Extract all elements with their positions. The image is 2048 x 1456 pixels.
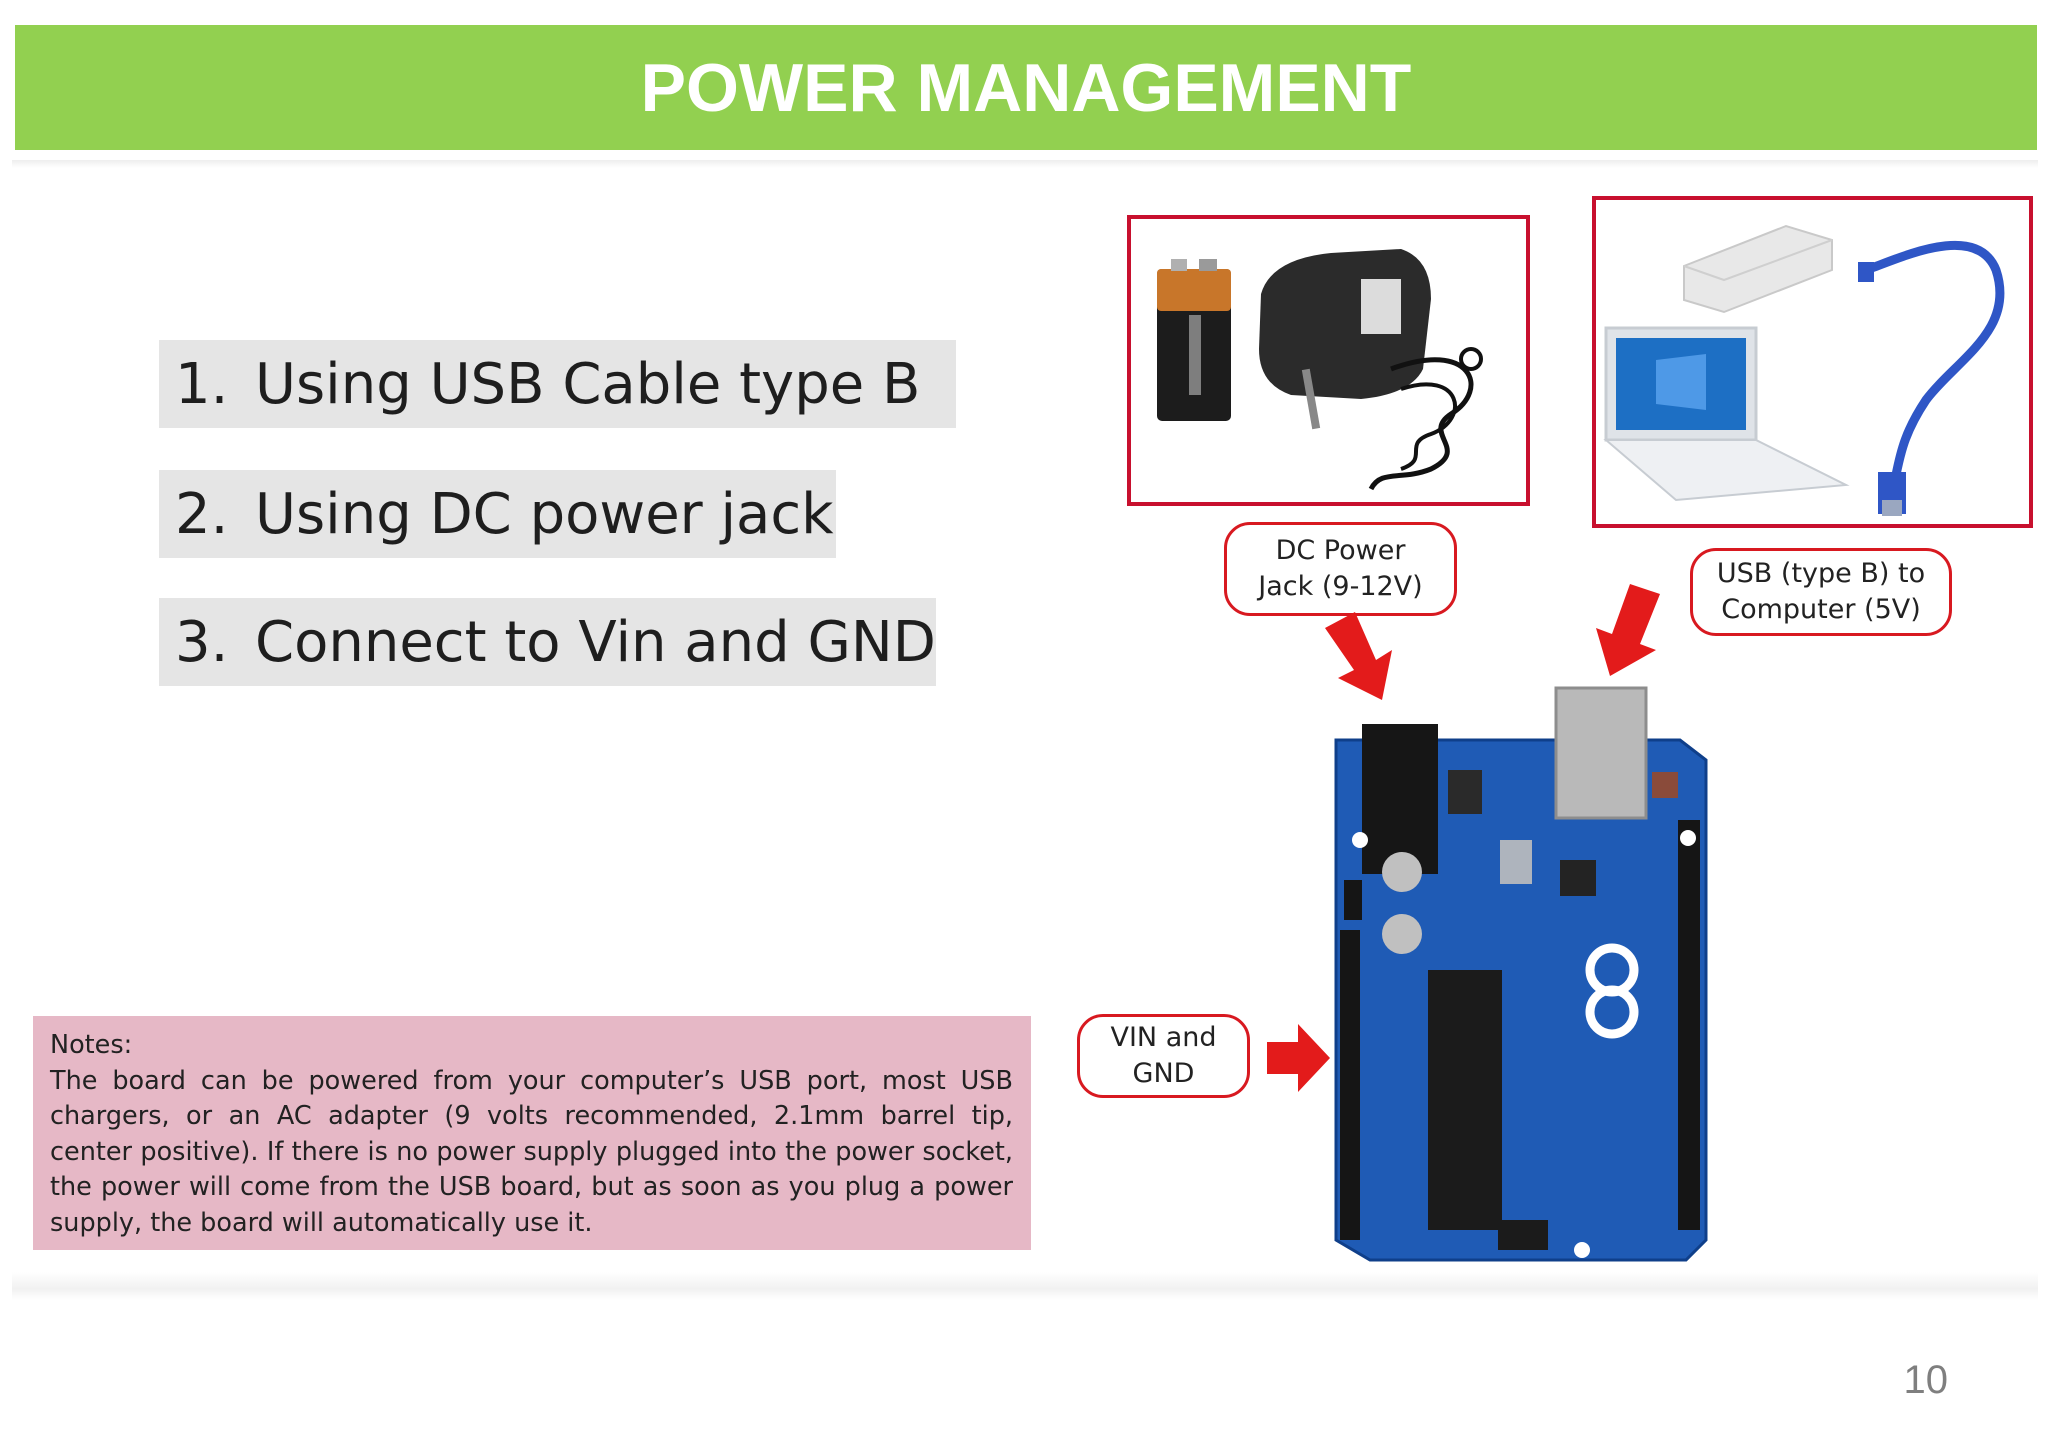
usb-power-photo-box xyxy=(1592,196,2033,528)
dc-jack-callout-line2: Jack (9-12V) xyxy=(1258,571,1423,602)
usb-cable-icon xyxy=(1858,240,2005,516)
slide-title: POWER MANAGEMENT xyxy=(640,49,1412,126)
list-item-text: Using USB Cable type B xyxy=(255,351,921,417)
arrow-down-icon xyxy=(1596,584,1660,676)
vin-gnd-callout-line2: GND xyxy=(1132,1058,1195,1089)
notes-box: Notes: The board can be powered from you… xyxy=(33,1016,1031,1250)
list-item-usb: 1. Using USB Cable type B xyxy=(159,340,956,428)
vin-gnd-callout-line1: VIN and xyxy=(1110,1022,1217,1053)
power-adapter-icon xyxy=(1259,249,1483,491)
vin-gnd-callout: VIN and GND xyxy=(1077,1014,1250,1098)
content-top-shadow xyxy=(12,160,2038,168)
dc-jack-callout: DC Power Jack (9-12V) xyxy=(1224,522,1457,616)
notes-body: The board can be powered from your compu… xyxy=(50,1065,1013,1238)
usb-callout: USB (type B) to Computer (5V) xyxy=(1690,548,1952,636)
list-item-text: Using DC power jack xyxy=(255,481,834,547)
arrow-down-icon xyxy=(1325,612,1392,700)
page-number: 10 xyxy=(1903,1358,1949,1402)
list-item-dc-jack: 2. Using DC power jack xyxy=(159,470,836,558)
usb-callout-line2: Computer (5V) xyxy=(1721,594,1921,625)
dc-jack-callout-line1: DC Power xyxy=(1275,535,1406,566)
laptop-icon xyxy=(1603,326,1850,502)
list-item-vin-gnd: 3. Connect to Vin and GND xyxy=(159,598,936,686)
dc-power-photo-box xyxy=(1127,215,1530,506)
list-item-number: 1. xyxy=(175,351,229,417)
arrow-right-icon xyxy=(1267,1024,1330,1092)
notes-title: Notes: xyxy=(50,1030,133,1060)
power-bank-icon xyxy=(1683,224,1833,314)
list-item-text: Connect to Vin and GND xyxy=(255,609,936,675)
battery-icon xyxy=(1157,259,1231,421)
title-bar: POWER MANAGEMENT xyxy=(15,25,2037,150)
arduino-board-icon xyxy=(1334,686,1708,1262)
usb-callout-line1: USB (type B) to xyxy=(1716,558,1926,589)
content-bottom-shadow xyxy=(12,1272,2038,1300)
list-item-number: 3. xyxy=(175,609,229,675)
list-item-number: 2. xyxy=(175,481,229,547)
